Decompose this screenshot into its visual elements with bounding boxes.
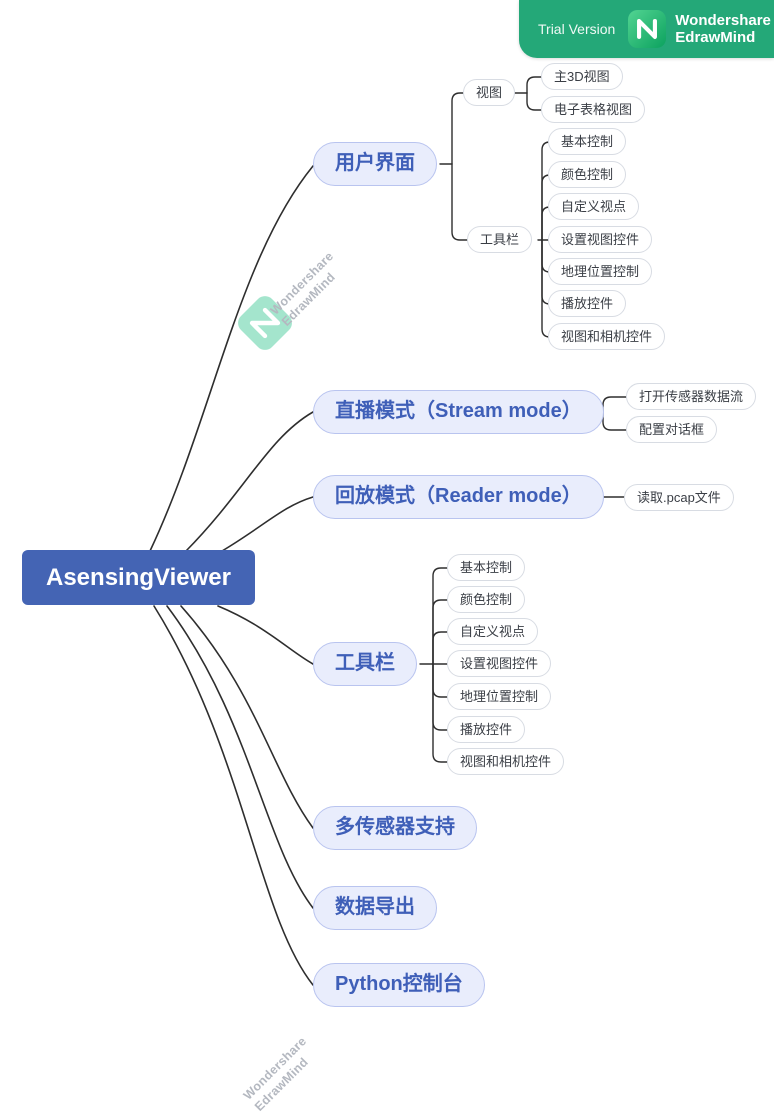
topic-config-dialog[interactable]: 配置对话框	[626, 416, 718, 443]
root-topic[interactable]: AsensingViewer	[22, 550, 255, 605]
topic-view-settings-control-2[interactable]: 设置视图控件	[447, 650, 552, 677]
topic-color-control-2[interactable]: 颜色控制	[447, 586, 526, 613]
topic-basic-control-1[interactable]: 基本控制	[548, 128, 627, 155]
topic-custom-viewpoint-2[interactable]: 自定义视点	[447, 618, 539, 645]
topic-view[interactable]: 视图	[463, 79, 516, 106]
topic-geolocation-control-1[interactable]: 地理位置控制	[548, 258, 653, 285]
topic-custom-viewpoint-1[interactable]: 自定义视点	[548, 193, 640, 220]
branch-python-console[interactable]: Python控制台	[313, 963, 485, 1007]
watermark-text-bottom: Wondershare EdrawMind	[240, 1034, 312, 1115]
topic-ui-toolbar[interactable]: 工具栏	[467, 226, 533, 253]
branch-user-interface[interactable]: 用户界面	[313, 142, 437, 186]
edrawmind-logo-icon	[628, 10, 667, 48]
watermark-logo-icon	[238, 296, 292, 350]
branch-multi-sensor[interactable]: 多传感器支持	[313, 806, 477, 850]
topic-view-settings-control-1[interactable]: 设置视图控件	[548, 226, 653, 253]
topic-spreadsheet-view[interactable]: 电子表格视图	[541, 96, 646, 123]
brand-name: Wondershare EdrawMind	[675, 11, 771, 46]
topic-basic-control-2[interactable]: 基本控制	[447, 554, 526, 581]
topic-playback-control-1[interactable]: 播放控件	[548, 290, 627, 317]
branch-reader-mode[interactable]: 回放模式（Reader mode）	[313, 475, 604, 519]
branch-toolbar[interactable]: 工具栏	[313, 642, 417, 686]
topic-open-sensor-stream[interactable]: 打开传感器数据流	[626, 383, 757, 410]
topic-geolocation-control-2[interactable]: 地理位置控制	[447, 683, 552, 710]
branch-data-export[interactable]: 数据导出	[313, 886, 437, 930]
topic-view-camera-control-1[interactable]: 视图和相机控件	[548, 323, 666, 350]
mindmap-canvas: Wondershare EdrawMind Wondershare EdrawM…	[22, 0, 774, 1114]
topic-color-control-1[interactable]: 颜色控制	[548, 161, 627, 188]
topic-read-pcap-file[interactable]: 读取.pcap文件	[624, 484, 734, 511]
topic-main-3d-view[interactable]: 主3D视图	[541, 63, 623, 90]
topic-view-camera-control-2[interactable]: 视图和相机控件	[447, 748, 565, 775]
trial-banner[interactable]: Trial Version Wondershare EdrawMind	[519, 0, 774, 58]
trial-version-label: Trial Version	[538, 21, 616, 37]
branch-stream-mode[interactable]: 直播模式（Stream mode）	[313, 390, 604, 434]
topic-playback-control-2[interactable]: 播放控件	[447, 716, 526, 743]
